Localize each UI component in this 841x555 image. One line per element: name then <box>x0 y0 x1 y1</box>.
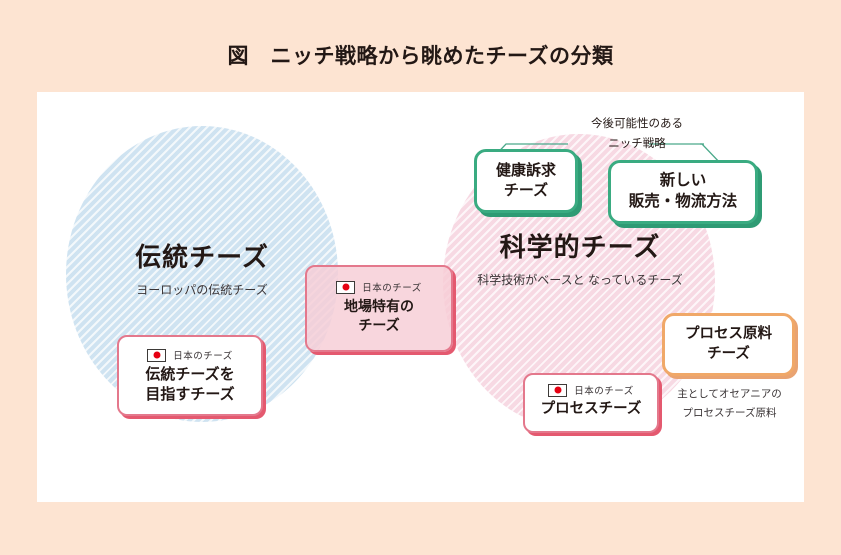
card-health-appeal-cheese[interactable]: 健康訴求 チーズ <box>474 149 578 213</box>
flag-row-aim: 日本のチーズ <box>119 348 261 362</box>
niche-strategy-caption: 今後可能性のある ニッチ戦略 <box>591 118 683 151</box>
card-health-appeal-cheese-title: 健康訴求 チーズ <box>495 161 556 199</box>
oceania-caption: 主としてオセアニアの プロセスチーズ原料 <box>677 388 782 419</box>
card-process-raw-cheese[interactable]: プロセス原料 チーズ <box>662 313 795 376</box>
traditional-circle-label: 伝統チーズ ヨーロッパの伝統チーズ <box>71 242 333 302</box>
card-local-specific-cheese[interactable]: 日本のチーズ 地場特有の チーズ <box>305 265 453 352</box>
japan-flag-icon <box>548 383 568 397</box>
scientific-circle-label: 科学的チーズ 科学技術がベースと なっているチーズ <box>449 232 711 292</box>
page-title: 図 ニッチ戦略から眺めたチーズの分類 <box>227 45 614 68</box>
traditional-circle-subtitle: ヨーロッパの伝統チーズ <box>136 283 268 298</box>
japan-flag-icon <box>147 348 167 362</box>
traditional-circle-title: 伝統チーズ <box>135 242 269 272</box>
flag-label-process: 日本のチーズ <box>574 386 634 397</box>
flag-label-aim: 日本のチーズ <box>173 351 233 362</box>
scientific-circle-title: 科学的チーズ <box>499 232 661 262</box>
card-new-sales-logistics-title: 新しい 販売・物流方法 <box>628 172 738 210</box>
diagram-panel: 伝統チーズ ヨーロッパの伝統チーズ 科学的チーズ 科学技術がベースと なっている… <box>37 92 804 502</box>
japan-flag-icon <box>336 280 356 294</box>
flag-row-local: 日本のチーズ <box>307 280 451 294</box>
card-process-cheese[interactable]: 日本のチーズ プロセスチーズ <box>523 373 659 433</box>
card-process-raw-cheese-title: プロセス原料 チーズ <box>685 325 772 362</box>
flag-label-local: 日本のチーズ <box>362 283 422 294</box>
venn-circle-traditional <box>66 126 338 422</box>
card-new-sales-logistics[interactable]: 新しい 販売・物流方法 <box>608 160 758 224</box>
card-local-specific-cheese-title: 地場特有の チーズ <box>344 298 414 333</box>
scientific-circle-subtitle: 科学技術がベースと なっているチーズ <box>477 273 683 288</box>
flag-row-process: 日本のチーズ <box>525 383 657 397</box>
card-aim-traditional-cheese[interactable]: 日本のチーズ 伝統チーズを 目指すチーズ <box>117 335 263 416</box>
card-aim-traditional-cheese-title: 伝統チーズを 目指すチーズ <box>145 366 235 404</box>
card-process-cheese-title: プロセスチーズ <box>540 401 642 417</box>
